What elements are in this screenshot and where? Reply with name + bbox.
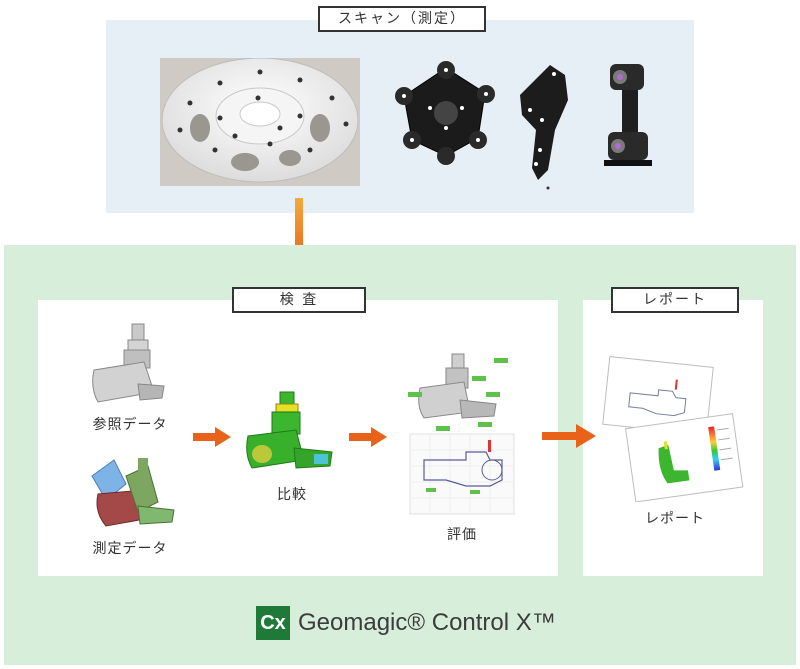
reference-data-label: 参照データ: [92, 417, 168, 433]
compare-label: 比較: [277, 487, 307, 503]
report-item-label: レポート: [645, 511, 705, 527]
product-name: Geomagic® Control X™: [298, 609, 556, 636]
wheel-cover-image: [160, 57, 360, 186]
measured-model-icon: [91, 458, 175, 527]
measured-data-label: 測定データ: [92, 541, 168, 557]
comparison-model-icon: [246, 391, 333, 469]
cx-logo-mark: Cx: [256, 606, 290, 640]
handheld-scanner-icon: [520, 65, 568, 190]
right-arrow-icon: [542, 424, 596, 448]
geomagic-control-x-logo: Cx Geomagic® Control X™: [256, 604, 556, 642]
evaluation-model-icon: [408, 353, 515, 515]
optical-tracker-scanner-icon: [395, 61, 495, 165]
scan-title: スキャン（測定）: [318, 6, 486, 32]
wheel-cover-photo: [160, 57, 360, 186]
report-document-icon: [602, 356, 744, 502]
inspection-title: 検 査: [232, 287, 366, 313]
evaluate-label: 評価: [447, 527, 477, 543]
report-title: レポート: [611, 287, 739, 313]
reference-model-icon: [92, 323, 165, 403]
right-arrow-icon: [193, 427, 231, 447]
dual-camera-scanner-icon: [604, 64, 652, 166]
right-arrow-icon: [349, 427, 387, 447]
